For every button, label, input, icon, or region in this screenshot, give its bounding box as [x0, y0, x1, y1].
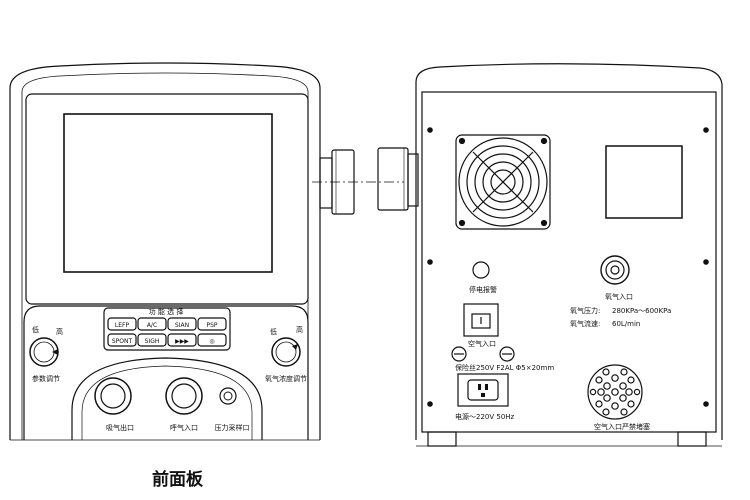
back-panel-plate — [421, 91, 717, 433]
back-side-connector — [377, 147, 419, 211]
cooling-fan — [455, 134, 551, 230]
back-foot-right — [677, 431, 707, 447]
fuse-holder[interactable] — [499, 346, 515, 362]
svg-text:LEFP: LEFP — [115, 322, 130, 329]
fuse-holder[interactable] — [451, 346, 467, 362]
left-knob-low-mark: 低 — [32, 325, 39, 334]
nameplate-window — [605, 145, 683, 219]
svg-text:▶▶▶: ▶▶▶ — [175, 338, 189, 345]
back-panel-view: 停电报警 氧气入口 氧气压力: 280KPa～600KPa 氧气流速: 60L/… — [415, 63, 723, 447]
function-button[interactable]: SPONT — [107, 333, 137, 347]
power-socket[interactable] — [457, 373, 509, 407]
right-knob-high-mark: 高 — [296, 325, 303, 334]
alarm-label: 停电报警 — [469, 285, 497, 294]
display-screen — [63, 113, 273, 273]
left-knob-high-mark: 高 — [56, 327, 63, 336]
control-panel-outline — [23, 305, 309, 440]
svg-text:A/C: A/C — [147, 322, 157, 329]
function-button[interactable]: ▶▶▶ — [167, 333, 197, 347]
expiratory-outlet-port[interactable] — [94, 377, 132, 415]
port-label: 压力采样口 — [215, 423, 250, 432]
function-button[interactable]: SIAN — [167, 317, 197, 331]
svg-text:SIAN: SIAN — [175, 322, 189, 329]
power-switch[interactable] — [463, 303, 499, 337]
power-label: 电源～220V 50Hz — [455, 412, 515, 421]
function-button[interactable]: ◎ — [197, 333, 227, 347]
back-housing-outline — [415, 63, 723, 440]
oxygen-pressure-value: 280KPa～600KPa — [612, 307, 671, 315]
port-label: 吸气出口 — [106, 423, 134, 432]
front-panel-view: 功 能 选 择 LEFP A/C SIAN PSP SPONT SIGH — [9, 62, 355, 440]
back-foot-left — [427, 431, 457, 447]
front-housing-inner-line — [21, 72, 309, 440]
function-select-title: 功 能 选 择 — [149, 307, 184, 316]
svg-text:SPONT: SPONT — [112, 338, 133, 345]
right-knob-low-mark: 低 — [270, 327, 277, 336]
function-button[interactable]: A/C — [137, 317, 167, 331]
port-arch — [71, 357, 263, 440]
left-knob-label: 参数调节 — [32, 374, 60, 383]
air-inlet-grill — [587, 364, 643, 420]
panel-screw — [427, 127, 709, 407]
inspiratory-inlet-port[interactable] — [165, 377, 203, 415]
function-button[interactable]: LEFP — [107, 317, 137, 331]
oxygen-inlet-port[interactable] — [600, 255, 630, 285]
oxygen-flow-value: 60L/min — [612, 320, 640, 328]
oxygen-pressure-label: 氧气压力: — [570, 306, 600, 315]
right-knob-label: 氧气浓度调节 — [265, 374, 307, 383]
display-bezel — [25, 93, 309, 305]
front-panel-caption: 前面板 — [152, 470, 203, 490]
oxygen-concentration-knob[interactable] — [271, 337, 301, 367]
function-select-frame — [103, 307, 231, 351]
function-button[interactable]: SIGH — [137, 333, 167, 347]
port-label: 呼气入口 — [170, 423, 198, 432]
air-inlet-label: 空气入口严禁堵塞 — [594, 422, 650, 431]
pressure-sampling-port[interactable] — [219, 387, 237, 405]
function-button[interactable]: PSP — [197, 317, 227, 331]
svg-text:PSP: PSP — [206, 322, 217, 329]
fuse-label: 保险丝250V F2AL Φ5×20mm — [455, 363, 554, 372]
oxygen-inlet-label: 氧气入口 — [605, 292, 633, 301]
oxygen-flow-label: 氧气流速: — [570, 319, 600, 328]
front-housing-outline — [9, 62, 321, 440]
svg-text:SIGH: SIGH — [145, 338, 160, 345]
parameter-adjust-knob[interactable] — [29, 337, 59, 367]
power-failure-alarm — [472, 261, 490, 279]
svg-text:◎: ◎ — [209, 338, 214, 345]
power-switch-label: 空气入口 — [468, 339, 496, 348]
